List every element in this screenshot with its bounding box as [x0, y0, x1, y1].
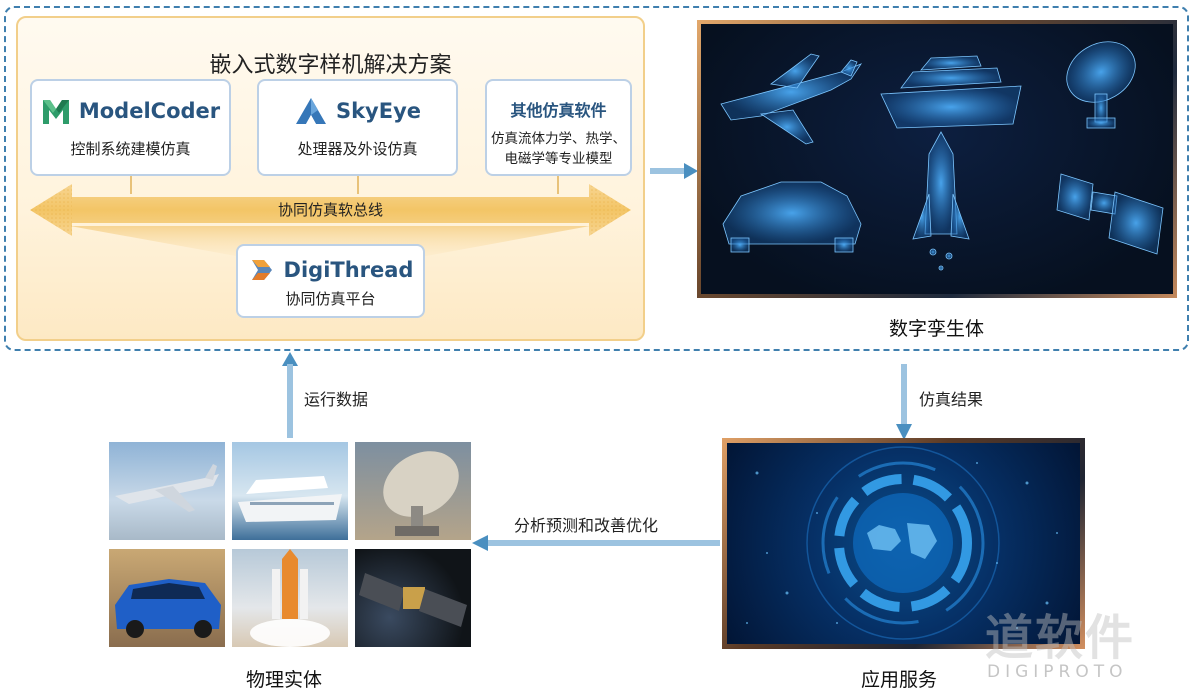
digithread-subtitle: 协同仿真平台 — [285, 290, 376, 308]
collaboration-bus-arrow — [30, 184, 631, 236]
watermark-cn: 道软件 — [985, 610, 1136, 666]
physical-to-solution-arrow — [282, 352, 298, 438]
other-connector — [557, 176, 559, 194]
modelcoder-card: ModelCoder 控制系统建模仿真 — [30, 79, 231, 176]
globe-icon — [806, 446, 1000, 640]
photo-satellite — [355, 549, 471, 647]
wireframe-radar-dish-icon — [1066, 41, 1136, 129]
solution-title: 嵌入式数字样机解决方案 — [209, 53, 452, 78]
application-service-panel — [722, 438, 1085, 649]
app-to-physical-arrow — [472, 535, 720, 551]
shuttle-photo-icon — [250, 549, 330, 647]
running-data-label: 运行数据 — [304, 390, 369, 409]
other-software-desc-line1: 仿真流体力学、热学、 — [491, 131, 626, 147]
car-photo-icon — [115, 579, 221, 638]
wireframe-satellite-icon — [1056, 173, 1164, 255]
digithread-card: DigiThread 协同仿真平台 — [236, 244, 425, 318]
ship-photo-icon — [238, 476, 342, 522]
photo-radar-dish — [355, 442, 471, 540]
skyeye-connector — [357, 176, 359, 194]
watermark-en: DIGIPROTO — [987, 662, 1128, 682]
wireframe-airplane-icon — [720, 53, 863, 145]
digital-twin-panel — [697, 20, 1177, 298]
radar-dish-photo-icon — [383, 451, 459, 536]
solution-to-twin-arrow — [650, 163, 698, 179]
sim-results-label: 仿真结果 — [919, 390, 984, 409]
photo-space-shuttle — [232, 549, 348, 647]
airplane-photo-icon — [115, 464, 219, 512]
digithread-brand: DigiThread — [283, 258, 414, 282]
digiproto-watermark: 道软件 DIGIPROTO — [985, 598, 1136, 682]
physical-entity-caption: 物理实体 — [246, 669, 323, 691]
other-software-desc-line2: 电磁学等专业模型 — [504, 151, 613, 167]
wireframe-space-shuttle-icon — [912, 131, 970, 271]
photo-car — [109, 549, 225, 647]
other-software-title: 其他仿真软件 — [510, 101, 607, 120]
modelcoder-connector — [130, 176, 132, 194]
digithread-logo-icon — [251, 260, 272, 280]
modelcoder-logo-icon — [42, 100, 69, 124]
photo-airplane — [109, 442, 225, 540]
modelcoder-subtitle: 控制系统建模仿真 — [70, 140, 191, 158]
digital-twin-caption: 数字孪生体 — [889, 318, 985, 340]
analysis-label: 分析预测和改善优化 — [514, 516, 659, 535]
bus-label: 协同仿真软总线 — [277, 201, 383, 219]
digital-twin-dashed-frame — [4, 6, 1189, 351]
star-dots — [746, 462, 1058, 629]
physical-entity-photos — [109, 442, 471, 647]
wireframe-ship-icon — [880, 55, 1022, 129]
skyeye-card: SkyEye 处理器及外设仿真 — [257, 79, 458, 176]
skyeye-subtitle: 处理器及外设仿真 — [297, 140, 418, 158]
application-service-caption: 应用服务 — [861, 669, 938, 691]
application-globe-image — [727, 443, 1080, 644]
bus-funnel — [70, 226, 590, 256]
other-software-card: 其他仿真软件 仿真流体力学、热学、 电磁学等专业模型 — [485, 79, 632, 176]
wireframe-car-icon — [722, 181, 862, 253]
skyeye-brand: SkyEye — [335, 99, 422, 123]
satellite-photo-icon — [359, 573, 467, 627]
photo-cruise-ship — [232, 442, 348, 540]
skyeye-logo-icon — [295, 98, 326, 124]
digital-twin-image — [701, 24, 1173, 294]
modelcoder-brand: ModelCoder — [78, 99, 221, 123]
twin-to-app-arrow — [896, 364, 912, 440]
